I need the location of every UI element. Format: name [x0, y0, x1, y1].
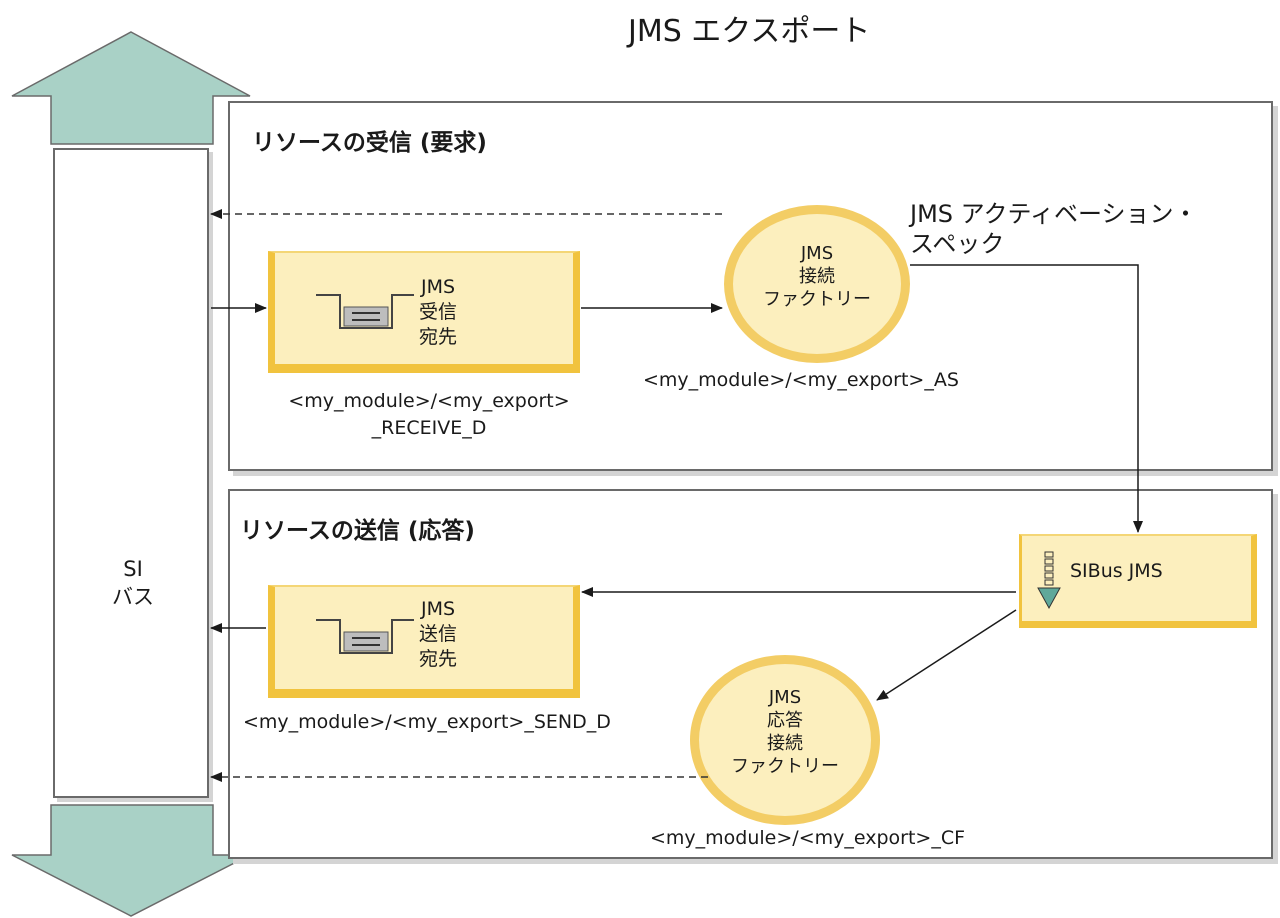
receive-panel-title: リソースの受信 (要求)	[252, 130, 487, 156]
activation-spec-line1: JMS アクティベーション・	[910, 200, 1198, 228]
si-bus-label-line1: SI	[123, 557, 143, 581]
reply-factory-caption: <my_module>/<my_export>_CF	[650, 827, 966, 849]
connection-factory-caption: <my_module>/<my_export>_AS	[643, 369, 959, 391]
connection-factory-line3: ファクトリー	[763, 289, 871, 310]
connection-factory-line1: JMS	[800, 243, 834, 264]
receive-destination-caption: <my_module>/<my_export> _RECEIVE_D	[278, 388, 580, 442]
activation-spec-label: JMS アクティベーション・ スペック	[910, 199, 1198, 259]
bus-up-arrow	[11, 31, 251, 145]
send-destination-line3: 宛先	[419, 648, 458, 670]
jms-reply-connection-factory: JMS 応答 接続 ファクトリー	[690, 655, 880, 825]
diagram-title: JMS エクスポート	[0, 2, 1280, 49]
jms-receive-destination: JMS 受信 宛先	[268, 251, 580, 373]
si-bus-label-line2: バス	[112, 585, 154, 609]
si-bus: SI バス	[53, 148, 209, 798]
queue-icon	[316, 619, 414, 654]
receive-destination-label: JMS 受信 宛先	[419, 275, 457, 350]
reply-factory-label: JMS 応答 接続 ファクトリー	[699, 686, 871, 778]
send-panel-title: リソースの送信 (応答)	[240, 518, 475, 544]
jms-send-destination: JMS 送信 宛先	[268, 585, 580, 698]
send-destination-label: JMS 送信 宛先	[419, 597, 457, 672]
bus-down-arrow	[11, 804, 251, 917]
reply-factory-line4: ファクトリー	[731, 756, 839, 777]
sibus-jms-label: SIBus JMS	[1070, 560, 1163, 582]
send-destination-caption: <my_module>/<my_export>_SEND_D	[243, 711, 611, 733]
reply-factory-line1: JMS	[768, 687, 802, 708]
queue-icon	[316, 294, 414, 329]
connection-factory-label: JMS 接続 ファクトリー	[733, 242, 901, 311]
si-bus-label: SI バス	[55, 555, 211, 611]
activation-spec-line2: スペック	[910, 230, 1005, 258]
diagram-title-text: JMS エクスポート	[628, 14, 871, 49]
receive-destination-caption-line2: _RECEIVE_D	[371, 417, 487, 439]
reply-factory-line3: 接続	[767, 733, 803, 754]
sibus-jms-provider: SIBus JMS	[1019, 534, 1257, 628]
receive-destination-line1: JMS	[420, 276, 456, 298]
send-destination-line2: 送信	[419, 623, 458, 645]
reply-factory-line2: 応答	[767, 710, 803, 731]
receive-destination-caption-line1: <my_module>/<my_export>	[288, 390, 570, 412]
jms-connection-factory: JMS 接続 ファクトリー	[724, 205, 910, 363]
sibus-download-icon	[1037, 551, 1061, 610]
receive-destination-line2: 受信	[419, 301, 458, 323]
send-destination-line1: JMS	[420, 598, 456, 620]
connection-factory-line2: 接続	[799, 266, 835, 287]
receive-destination-line3: 宛先	[419, 326, 458, 348]
